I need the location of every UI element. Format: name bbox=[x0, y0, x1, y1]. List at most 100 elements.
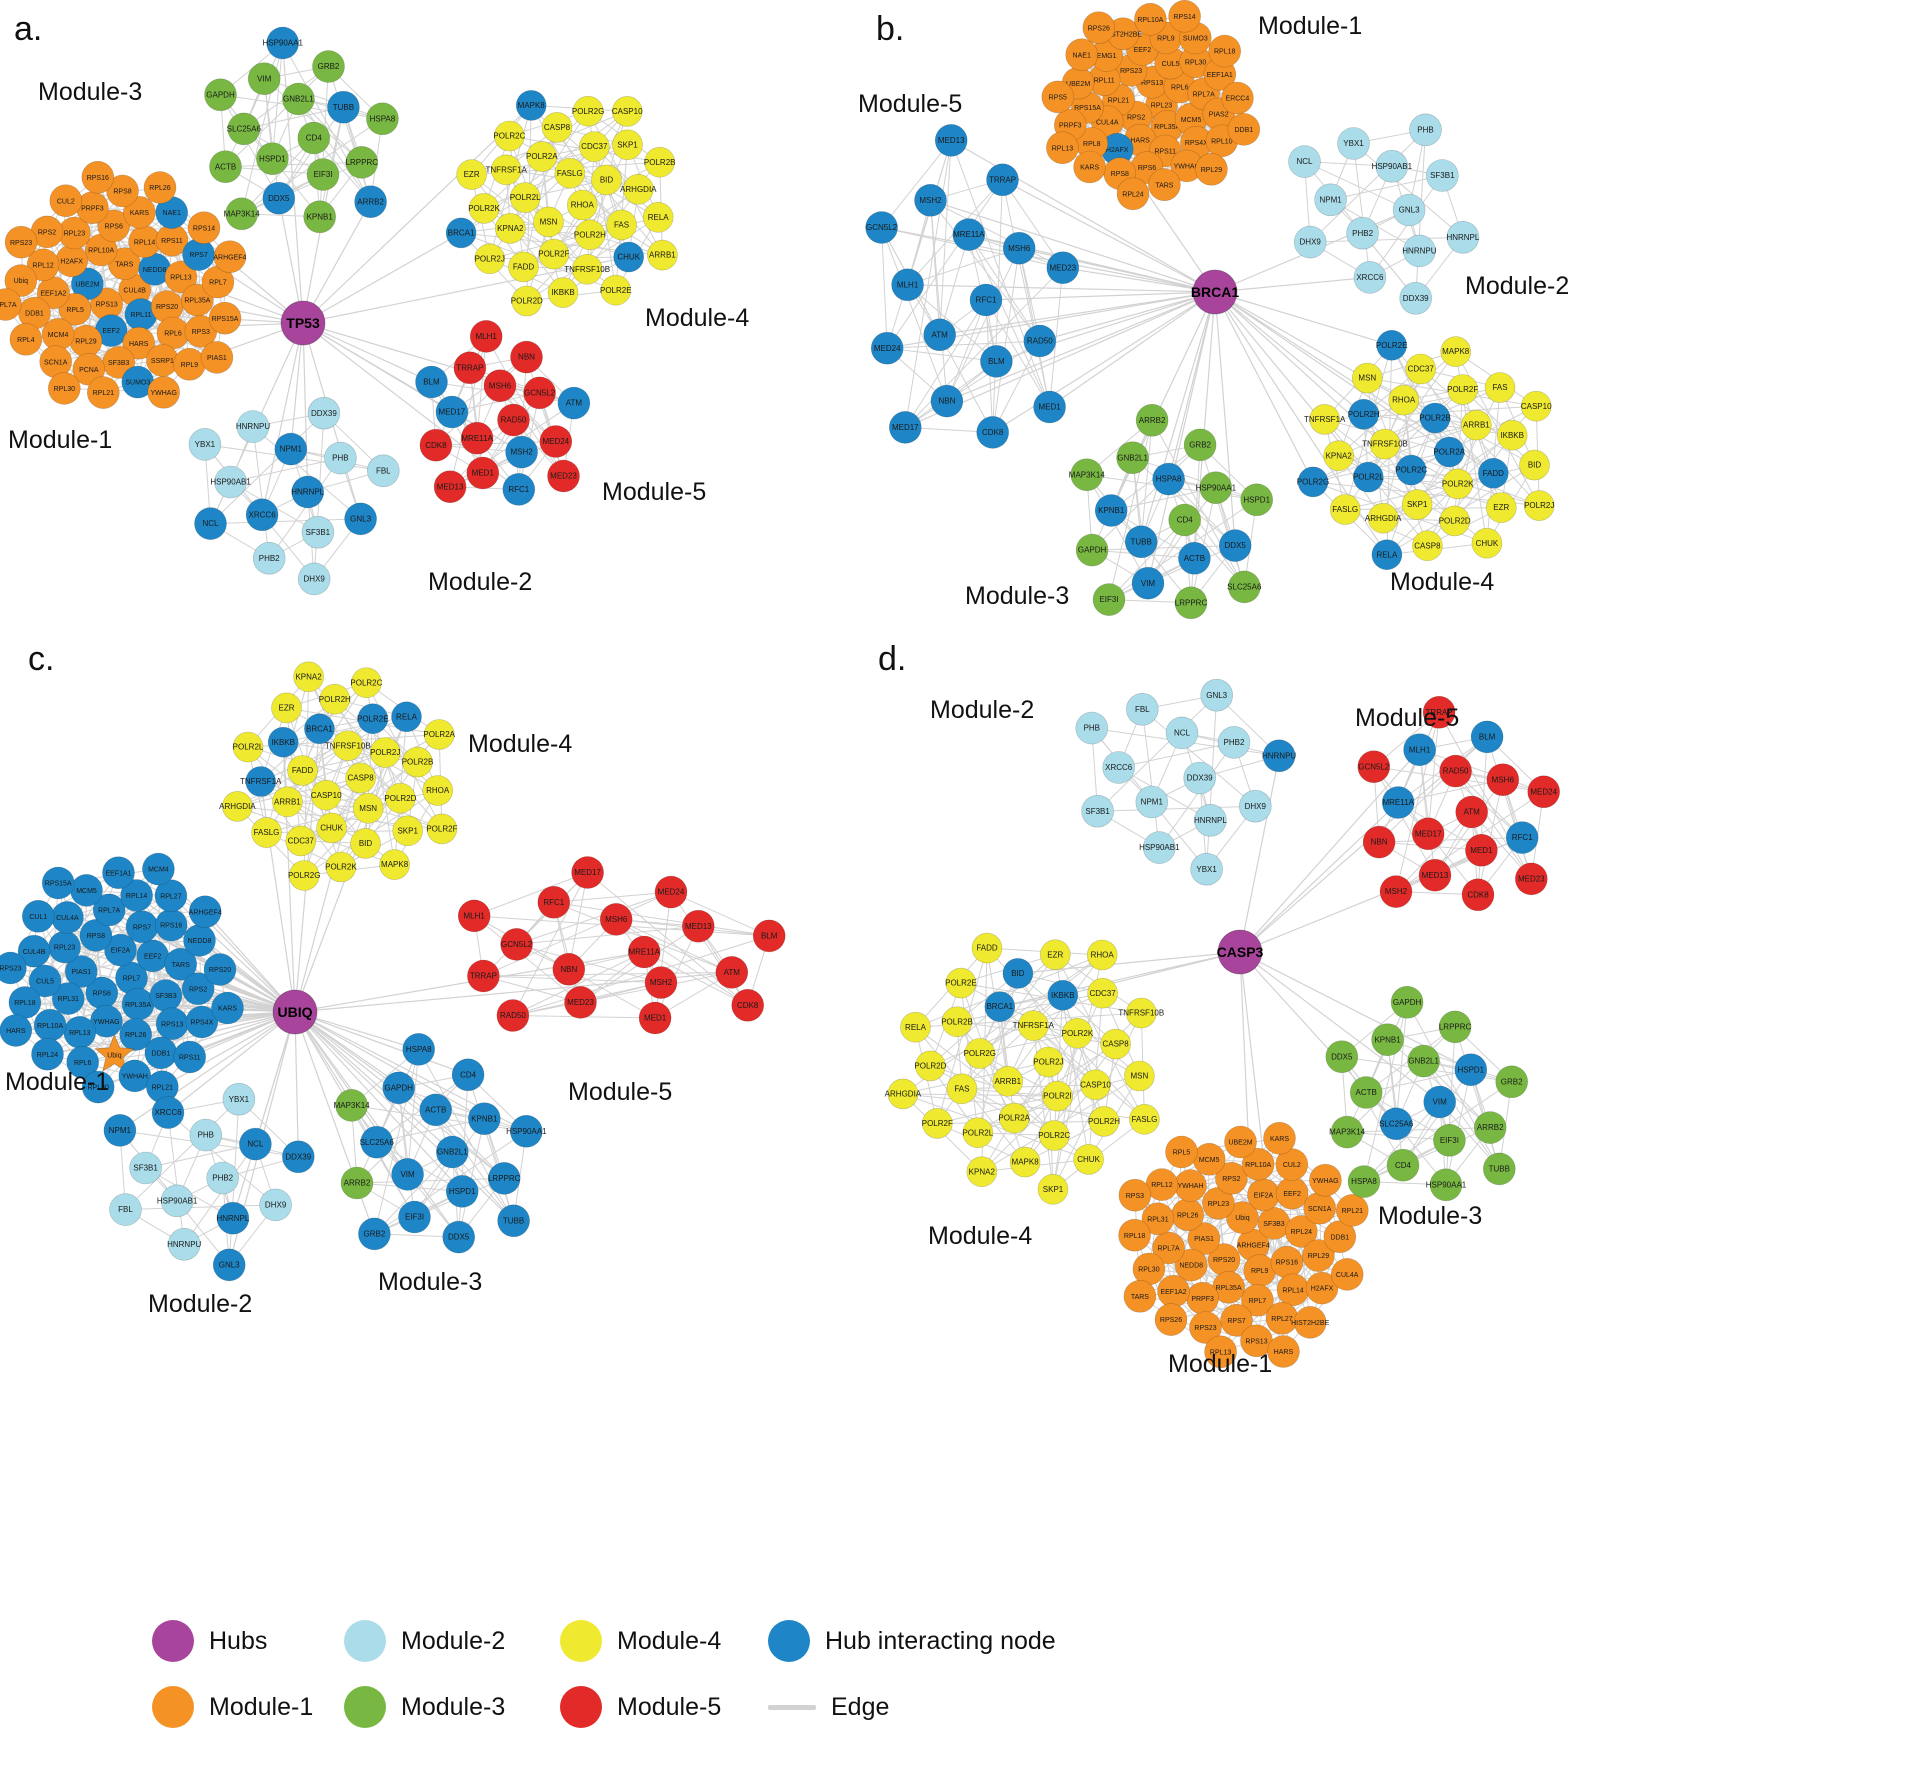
node-label: GNL3 bbox=[1399, 206, 1420, 215]
node-RPL6: RPL6 bbox=[66, 1046, 99, 1079]
edge bbox=[125, 1098, 240, 1210]
hub-edge bbox=[1214, 276, 1370, 293]
node-label: PHB2 bbox=[1224, 738, 1245, 747]
node-circle bbox=[26, 248, 60, 282]
node-circle bbox=[251, 817, 282, 848]
node-label: MSN bbox=[359, 804, 377, 813]
node-circle bbox=[930, 384, 964, 418]
node-MCM5: MCM5 bbox=[1192, 1143, 1226, 1176]
node-label: ARHGDIA bbox=[620, 185, 657, 194]
node-label: MLH1 bbox=[464, 912, 486, 921]
node-label: HARS bbox=[6, 1028, 26, 1035]
edge bbox=[483, 891, 672, 977]
node-LRPPRC: LRPPRC bbox=[487, 1162, 521, 1195]
node-label: POLR2A bbox=[526, 152, 558, 161]
node-label: RPS16 bbox=[160, 923, 182, 930]
node-label: EEF1A1 bbox=[1207, 72, 1233, 79]
node-POLR2F: POLR2F bbox=[922, 1108, 953, 1139]
node-DDB1: DDB1 bbox=[1227, 113, 1261, 146]
node-HSP90AA1: HSP90AA1 bbox=[262, 26, 303, 60]
node-circle bbox=[1381, 786, 1415, 819]
node-label: CUL4A bbox=[1096, 119, 1119, 126]
node-label: CDK8 bbox=[425, 441, 447, 450]
edge bbox=[474, 872, 588, 917]
node-label: BID bbox=[1011, 969, 1025, 978]
node-circle bbox=[1484, 372, 1516, 403]
node-circle bbox=[345, 146, 379, 179]
node-label: RPS6 bbox=[93, 991, 111, 998]
node-circle bbox=[460, 421, 494, 455]
hub-edge bbox=[294, 1011, 378, 1143]
node-RPS26: RPS26 bbox=[1154, 1303, 1188, 1336]
hub-edge bbox=[294, 1011, 460, 1238]
node-VIM: VIM bbox=[1423, 1085, 1456, 1119]
node-circle bbox=[537, 885, 571, 919]
edge bbox=[210, 412, 325, 524]
module-label-module-4: Module-4 bbox=[1390, 568, 1494, 596]
node-circle bbox=[1224, 1125, 1257, 1159]
node-circle bbox=[1124, 1060, 1155, 1092]
node-EZR: EZR bbox=[1486, 492, 1517, 523]
node-label: CDC37 bbox=[581, 142, 608, 151]
node-circle bbox=[1293, 1306, 1327, 1339]
node-circle bbox=[1042, 1080, 1073, 1112]
node-label: ATM bbox=[932, 330, 949, 339]
node-label: PHB2 bbox=[259, 554, 280, 563]
node-circle bbox=[402, 746, 433, 778]
node-RPL24: RPL24 bbox=[1285, 1215, 1318, 1248]
node-label: CDC37 bbox=[1408, 365, 1435, 374]
edge bbox=[1387, 1039, 1512, 1083]
edge bbox=[887, 340, 1040, 349]
node-label: DDX5 bbox=[1225, 541, 1247, 550]
node-label: SF3B1 bbox=[1085, 807, 1110, 816]
node-label: PRPF3 bbox=[81, 205, 104, 212]
edge bbox=[210, 518, 361, 525]
node-label: ACTB bbox=[425, 1106, 446, 1115]
node-SKP1: SKP1 bbox=[392, 815, 424, 847]
node-label: GNL3 bbox=[1206, 691, 1227, 700]
node-label: POLR2J bbox=[1524, 501, 1554, 510]
node-label: POLR2H bbox=[1088, 1117, 1120, 1126]
node-circle bbox=[1440, 336, 1471, 367]
node-HSPD1: HSPD1 bbox=[256, 142, 289, 175]
node-DDX39: DDX39 bbox=[307, 396, 341, 430]
node-label: PIAS1 bbox=[1194, 1236, 1214, 1243]
node-RPL7: RPL7 bbox=[1241, 1284, 1274, 1317]
panel-c-nodes: CASP8CASP10TNFRSF10BMSNFADDPOLR2JCHUKBRC… bbox=[0, 661, 786, 1282]
node-circle bbox=[1240, 483, 1273, 517]
node-ACTB: ACTB bbox=[1349, 1076, 1383, 1109]
node-label: MED23 bbox=[550, 472, 577, 481]
edge bbox=[374, 1177, 505, 1235]
node-SLC25A6: SLC25A6 bbox=[227, 112, 261, 146]
node-circle bbox=[301, 515, 335, 549]
node-circle bbox=[267, 726, 299, 758]
node-circle bbox=[467, 1102, 501, 1135]
node-label: POLR2J bbox=[1033, 1058, 1063, 1067]
node-circle bbox=[490, 154, 522, 186]
node-label: YWHAG bbox=[93, 1019, 119, 1026]
node-circle bbox=[1375, 150, 1409, 183]
node-label: TUBB bbox=[333, 103, 354, 112]
node-label: RPL13 bbox=[1210, 1349, 1232, 1356]
node-label: POLR2I bbox=[1043, 1092, 1071, 1101]
node-FADD: FADD bbox=[508, 251, 539, 283]
node-label: POLR2B bbox=[1419, 414, 1451, 423]
node-POLR2H: POLR2H bbox=[1348, 398, 1380, 430]
node-GRB2: GRB2 bbox=[1495, 1065, 1528, 1099]
node-circle bbox=[1470, 720, 1504, 754]
node-EZR: EZR bbox=[271, 692, 302, 724]
hub-edge bbox=[1214, 291, 1450, 453]
node-SKP1: SKP1 bbox=[1037, 1174, 1069, 1205]
node-label: RFC1 bbox=[508, 485, 529, 494]
node-ARRB1: ARRB1 bbox=[272, 786, 303, 818]
edge bbox=[1382, 472, 1494, 519]
node-MSH2: MSH2 bbox=[914, 184, 947, 217]
node-POLR2J: POLR2J bbox=[369, 737, 401, 768]
node-HSPA8: HSPA8 bbox=[402, 1033, 436, 1066]
node-circle bbox=[627, 935, 661, 969]
module-label-module-4: Module-4 bbox=[928, 1222, 1032, 1250]
node-MSN: MSN bbox=[352, 792, 384, 824]
node-circle bbox=[1073, 1144, 1104, 1175]
node-label: MED13 bbox=[437, 482, 464, 491]
node-circle bbox=[1323, 440, 1354, 472]
